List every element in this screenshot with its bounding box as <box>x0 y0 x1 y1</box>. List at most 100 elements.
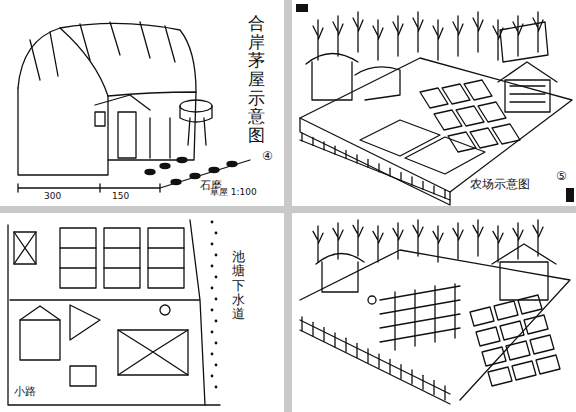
sketch-stroke <box>400 365 401 379</box>
sketch-stroke <box>422 375 423 389</box>
panel-title: 合岸茅屋示意图 <box>248 14 265 145</box>
sketch-stroke <box>411 177 412 185</box>
sketch-stroke <box>378 164 379 172</box>
sketch-stroke <box>211 221 214 224</box>
sketch-stroke <box>493 20 503 60</box>
sketch-stroke <box>300 118 450 205</box>
sketch-stroke <box>536 355 560 374</box>
sketch-stroke <box>566 188 574 202</box>
sketch-stroke <box>296 4 308 12</box>
sketch-stroke <box>378 354 379 368</box>
sketch-stroke <box>360 120 485 174</box>
sketch-stroke <box>345 338 346 352</box>
sketch-stroke <box>211 287 214 290</box>
sketch-stroke <box>367 159 368 167</box>
sketch-stroke <box>211 265 214 268</box>
sketch-stroke <box>510 86 545 102</box>
sketch-stroke <box>393 223 403 259</box>
sketch-stroke <box>215 342 218 345</box>
sketch-stroke <box>215 298 218 301</box>
sketch-stroke <box>476 327 500 346</box>
farm-perspective-bottom <box>300 220 570 404</box>
sketch-stroke <box>148 228 184 288</box>
sketch-stroke <box>306 53 358 100</box>
sketch-stroke <box>533 220 543 256</box>
farm-perspective-top <box>300 12 572 205</box>
sketch-stroke <box>453 16 463 56</box>
sketch-stroke <box>512 361 536 380</box>
sketch-stroke <box>300 140 450 200</box>
sketch-stroke <box>513 16 523 56</box>
sketch-stroke <box>334 146 335 154</box>
sketch-stroke <box>177 158 187 163</box>
sketch-stroke <box>345 151 346 159</box>
sketch-stroke <box>215 232 218 235</box>
sketch-stroke <box>488 367 512 386</box>
sketch-stroke <box>395 284 455 350</box>
sketch-stroke <box>380 286 460 342</box>
sketch-stroke <box>301 133 302 141</box>
tree-row <box>313 220 543 262</box>
sketch-stroke <box>500 22 548 62</box>
sketch-stroke <box>413 220 423 256</box>
sketch-stroke <box>215 386 218 389</box>
sketch-stroke <box>215 320 218 323</box>
sketch-stroke <box>211 375 214 378</box>
sketch-stroke <box>368 296 376 304</box>
sketch-stroke <box>18 184 160 192</box>
sketch-stroke <box>211 309 214 312</box>
sketch-stroke <box>353 220 363 256</box>
panel-title: 农场示意图 <box>470 178 530 191</box>
sketch-stroke <box>14 232 36 264</box>
sketch-stroke <box>95 95 150 110</box>
sketch-stroke <box>292 0 576 206</box>
sketch-stroke <box>393 16 403 56</box>
sketch-stroke <box>60 228 96 288</box>
sketch-stroke <box>215 276 218 279</box>
sketch-stroke <box>160 305 170 315</box>
sketch-stroke <box>0 213 284 412</box>
sketch-stroke <box>188 118 206 145</box>
sketch-stroke <box>312 322 313 336</box>
sketch-stroke <box>316 253 364 292</box>
sketch-stroke <box>470 307 494 326</box>
plan-note: 池塘下水道 <box>232 250 245 321</box>
sketch-stroke <box>411 370 412 384</box>
sketch-stroke <box>300 320 450 404</box>
sketch-stroke <box>500 321 524 340</box>
sketch-stroke <box>356 155 357 163</box>
sketch-stroke <box>323 328 324 342</box>
sketch-stroke <box>20 320 60 360</box>
sketch-stroke <box>70 366 96 386</box>
sketch-stroke <box>498 62 557 112</box>
site-plan <box>8 220 220 405</box>
millstone <box>180 100 212 145</box>
scale-note: 草屋 1:100 <box>210 188 257 198</box>
sketch-stroke <box>482 347 506 366</box>
sketch-stroke <box>433 381 434 395</box>
sketch-stroke <box>373 226 383 262</box>
sketch-stroke <box>215 364 218 367</box>
sketch-stroke <box>180 100 212 112</box>
sketch-stroke <box>10 220 205 405</box>
sketch-stroke <box>433 20 443 60</box>
sketch-stroke <box>323 142 324 150</box>
plan-note: 小路 <box>14 386 36 398</box>
sketch-stroke <box>506 341 530 360</box>
sketch-stroke <box>433 226 443 262</box>
sketch-stroke <box>494 301 518 320</box>
sketch-stroke <box>312 137 313 145</box>
sketch-stroke <box>292 213 576 412</box>
sketch-stroke <box>0 0 284 206</box>
sketch-stroke <box>492 244 556 300</box>
plot-grid <box>420 80 520 152</box>
sketch-stroke <box>333 223 343 259</box>
sketch-stroke <box>373 20 383 60</box>
corner-marks <box>296 4 574 202</box>
sketch-stroke <box>118 330 188 375</box>
sketch-stroke <box>18 88 108 175</box>
sketch-stroke <box>478 102 506 122</box>
sketch-stroke <box>464 80 492 100</box>
fence <box>300 317 450 404</box>
